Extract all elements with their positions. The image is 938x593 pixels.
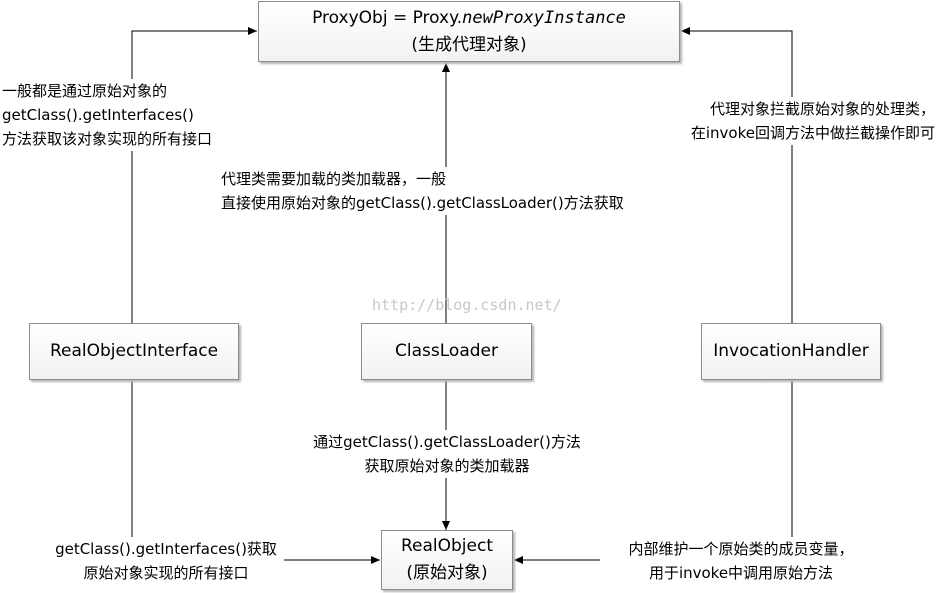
note-line: 获取原始对象的类加载器 (364, 457, 530, 475)
real-object-box: RealObject (原始对象) (381, 530, 513, 590)
note-line: 直接使用原始对象的getClass().getClassLoader()方法获取 (221, 194, 624, 212)
arrow-handler-to-proxy (681, 27, 793, 323)
note-loader-to-real: 通过getClass().getClassLoader()方法 获取原始对象的类… (305, 430, 589, 478)
note-handler-to-proxy: 代理对象拦截原始对象的处理类， 在invoke回调方法中做拦截操作即可 (690, 97, 935, 145)
class-loader-box: ClassLoader (361, 323, 532, 380)
note-handler-to-real: 内部维护一个原始类的成员变量， 用于invoke中调用原始方法 (600, 537, 882, 585)
real-object-interface-label: RealObjectInterface (49, 341, 219, 361)
note-line: 原始对象实现的所有接口 (83, 564, 249, 582)
class-loader-label: ClassLoader (395, 341, 498, 361)
note-line: 用于invoke中调用原始方法 (648, 564, 834, 582)
note-line: 内部维护一个原始类的成员变量， (628, 540, 854, 558)
note-line: getClass().getInterfaces()获取 (55, 540, 277, 558)
note-interface-to-real: getClass().getInterfaces()获取 原始对象实现的所有接口 (48, 537, 284, 585)
watermark: http://blog.csdn.net/ (372, 296, 562, 314)
real-object-line1: RealObject (400, 536, 493, 556)
arrow-interface-to-proxy (131, 27, 257, 323)
proxy-box-method: newProxyInstance (462, 7, 626, 28)
note-line: 方法获取该对象实现的所有接口 (2, 130, 213, 148)
proxy-object-box: ProxyObj = Proxy.newProxyInstance (生成代理对… (258, 1, 680, 62)
proxy-box-line1: ProxyObj = Proxy.newProxyInstance (312, 5, 626, 32)
proxy-box-prefix: ProxyObj = Proxy. (312, 7, 463, 28)
note-interfaces-to-proxy: 一般都是通过原始对象的 getClass().getInterfaces() 方… (2, 79, 213, 151)
invocation-handler-label: InvocationHandler (713, 341, 869, 361)
note-line: 代理对象拦截原始对象的处理类， (709, 100, 935, 118)
invocation-handler-box: InvocationHandler (701, 323, 881, 380)
real-object-interface-box: RealObjectInterface (29, 323, 239, 380)
note-line: getClass().getInterfaces() (2, 106, 194, 124)
note-line: 代理类需要加载的类加载器，一般 (221, 170, 447, 188)
note-loader-to-proxy: 代理类需要加载的类加载器，一般 直接使用原始对象的getClass().getC… (221, 167, 624, 215)
note-line: 在invoke回调方法中做拦截操作即可 (690, 124, 935, 142)
note-line: 通过getClass().getClassLoader()方法 (313, 433, 581, 451)
note-line: 一般都是通过原始对象的 (2, 82, 168, 100)
proxy-box-line2: (生成代理对象) (411, 34, 527, 55)
real-object-line2: (原始对象) (406, 563, 488, 583)
